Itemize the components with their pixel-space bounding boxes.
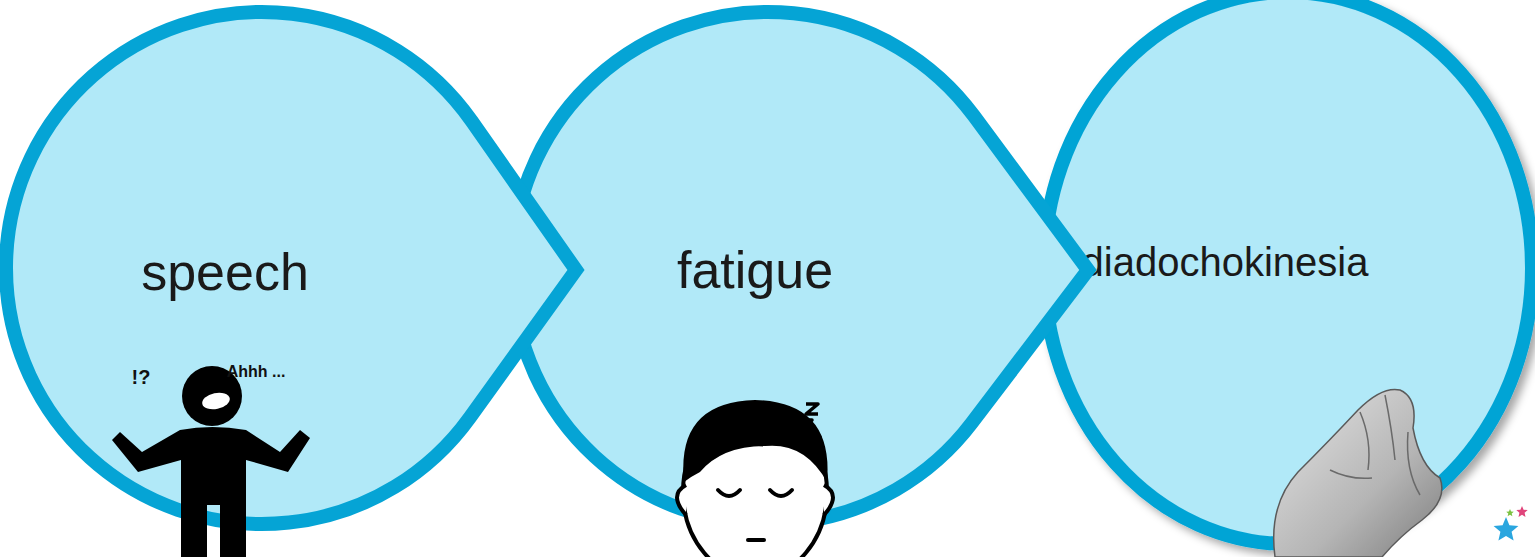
chevron-circle: speech <box>0 0 590 538</box>
logo-star <box>1506 509 1514 516</box>
chevron-outline <box>6 12 576 524</box>
chevron-circle: fatigue <box>498 0 1102 538</box>
face-mouth <box>748 538 764 542</box>
logo-star <box>1494 517 1519 541</box>
chevron-outline <box>512 12 1088 524</box>
node-label: fatigue <box>677 244 833 296</box>
ellipse-shape: diadochokinesia <box>1030 0 1535 557</box>
star-logo <box>1494 506 1528 541</box>
node-label: diadochokinesia <box>1082 242 1369 282</box>
sound-label: Ahhh ... <box>227 364 286 380</box>
logo-star <box>1516 506 1527 517</box>
node-label: speech <box>141 246 309 298</box>
ellipse-outline <box>1044 0 1532 544</box>
exclamation-label: !? <box>132 367 151 387</box>
